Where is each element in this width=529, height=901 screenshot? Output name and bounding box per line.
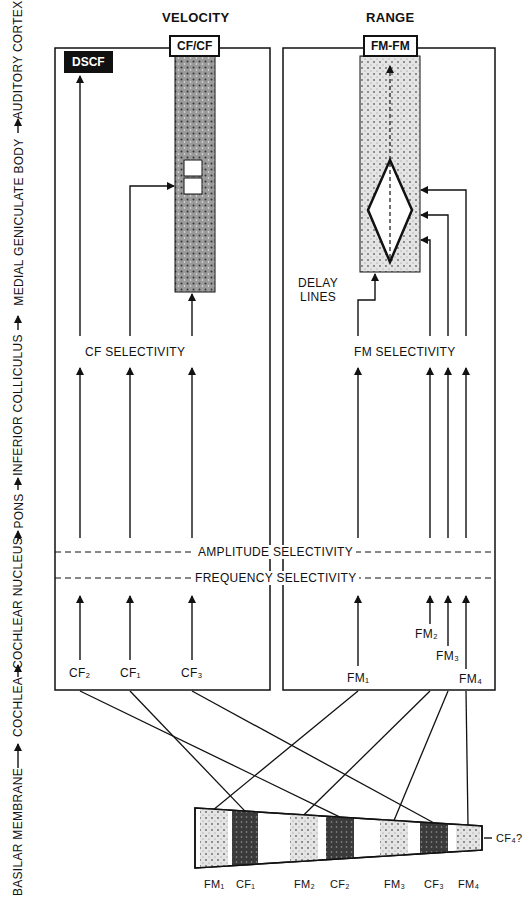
basilar-membrane [195, 808, 492, 868]
level-label: COCHLEAR NUCLEUS [11, 537, 25, 669]
cochlea-label: CF₃ [181, 666, 203, 680]
nerve-fibre [192, 691, 434, 823]
membrane-segment [200, 808, 228, 867]
membrane-label: CF₃ [424, 877, 444, 891]
stage-label: FM SELECTIVITY [354, 345, 456, 359]
velocity-panel [55, 48, 270, 690]
membrane-segment [290, 814, 318, 862]
box-text: CF/CF [177, 39, 212, 53]
membrane-segment [326, 816, 354, 860]
membrane-label: CF₄? [496, 831, 522, 845]
membrane-label: FM₃ [384, 877, 405, 891]
delay-diamond [368, 160, 412, 262]
cfcf-cell [184, 160, 202, 176]
stage-label: AMPLITUDE SELECTIVITY [195, 545, 356, 559]
cochlea-label: FM₄ [459, 672, 482, 686]
membrane-label: CF₁ [236, 877, 255, 891]
cochlea-label: FM₃ [436, 649, 459, 663]
level-label: COCHLEA [11, 677, 25, 737]
membrane-segment [456, 824, 480, 851]
cochlea-label: FM₁ [347, 671, 369, 685]
nerve-fibre [466, 691, 468, 825]
nerve-fibre [304, 691, 430, 815]
cfcf-column [175, 56, 215, 292]
dscf-box: DSCF [64, 51, 113, 73]
membrane-label: FM₄ [458, 877, 479, 891]
cochlea-label: FM₂ [415, 627, 438, 641]
stage-label: FREQUENCY SELECTIVITY [192, 571, 359, 585]
level-label: AUDITORY CORTEX [11, 1, 25, 120]
box-text: DSCF [72, 55, 105, 69]
panel-title: VELOCITY [162, 11, 229, 25]
nerve-fibres [80, 691, 468, 825]
cf-arrows [80, 76, 192, 660]
membrane-segment [232, 810, 258, 865]
stage-label: DELAY LINES [292, 276, 344, 304]
fm-arrows [358, 190, 466, 669]
nerve-fibre [130, 691, 245, 811]
nerve-fibre [394, 691, 448, 820]
level-label: PONS [12, 493, 26, 528]
dashed-arrow [389, 66, 390, 258]
membrane-label: CF₂ [330, 877, 350, 891]
box-text: FM-FM [371, 39, 410, 53]
cochlea-label: CF₂ [69, 666, 91, 680]
membrane-segment [420, 822, 448, 854]
level-label: MEDIAL GENICULATE BODY [12, 138, 26, 305]
cfcf-cell [184, 178, 202, 194]
membrane-label: FM₁ [204, 877, 225, 891]
level-label: INFERIOR COLLICULUS [11, 334, 25, 476]
stage-label: CF SELECTIVITY [85, 345, 185, 359]
nerve-fibre [80, 691, 340, 817]
fmfm-column [360, 56, 420, 272]
range-panel [283, 48, 495, 690]
membrane-segment [380, 820, 408, 857]
membrane-label: FM₂ [294, 877, 315, 891]
panel-title: RANGE [366, 11, 414, 25]
cochlea-label: CF₁ [120, 666, 141, 680]
level-label: BASILAR MEMBRANE [11, 768, 25, 896]
cfcf-box: CF/CF [169, 35, 220, 57]
fmfm-box: FM-FM [363, 35, 418, 57]
